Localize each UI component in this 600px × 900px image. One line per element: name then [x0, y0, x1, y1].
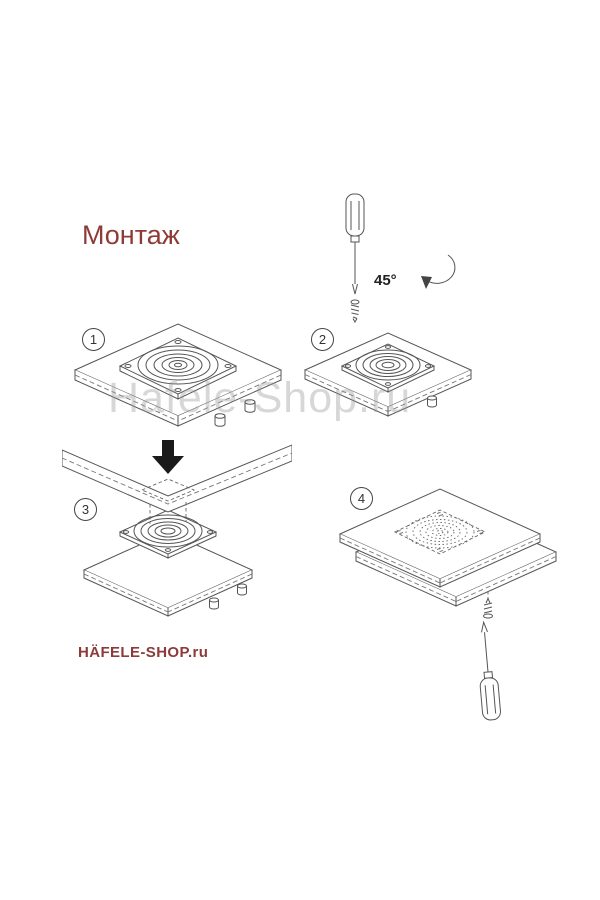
swivel-plate-icon [340, 343, 436, 393]
hidden-plate-outline-icon [393, 509, 487, 555]
page-title: Монтаж [82, 220, 180, 250]
swivel-plate-icon [118, 509, 218, 559]
screwdriver-icon [479, 620, 501, 721]
step-2-number: 2 [318, 332, 327, 347]
honeycomb-panel-icon [82, 531, 254, 617]
step-4-illustration [338, 488, 558, 721]
step-2-badge: 2 [311, 328, 334, 351]
down-arrow-icon [152, 440, 184, 474]
dowel-icon [427, 395, 437, 408]
alignment-guides [149, 502, 187, 524]
step-4-badge: 4 [350, 487, 373, 510]
upper-panel-icon [338, 488, 542, 588]
step-1-badge: 1 [82, 328, 105, 351]
step-3-number: 3 [81, 502, 90, 517]
step-3-badge: 3 [74, 498, 97, 521]
upper-panel-corner-icon [62, 444, 292, 513]
step-1-number: 1 [89, 332, 98, 347]
rotation-angle-label: 45° [374, 272, 397, 289]
step-1-illustration [73, 323, 283, 427]
step-2-illustration [303, 193, 473, 417]
screw-icon [483, 591, 493, 619]
dowel-icon [209, 583, 247, 610]
dowel-icon [214, 399, 256, 427]
rotation-arrow-icon [421, 254, 456, 289]
swivel-plate-icon [118, 337, 238, 400]
screw-icon [350, 299, 360, 324]
step-3-illustration [62, 440, 292, 617]
step-4-number: 4 [357, 491, 366, 506]
honeycomb-panel-icon [303, 332, 473, 417]
shop-logo: HÄFELE-SHOP.ru [78, 644, 209, 661]
screwdriver-icon [345, 193, 365, 295]
